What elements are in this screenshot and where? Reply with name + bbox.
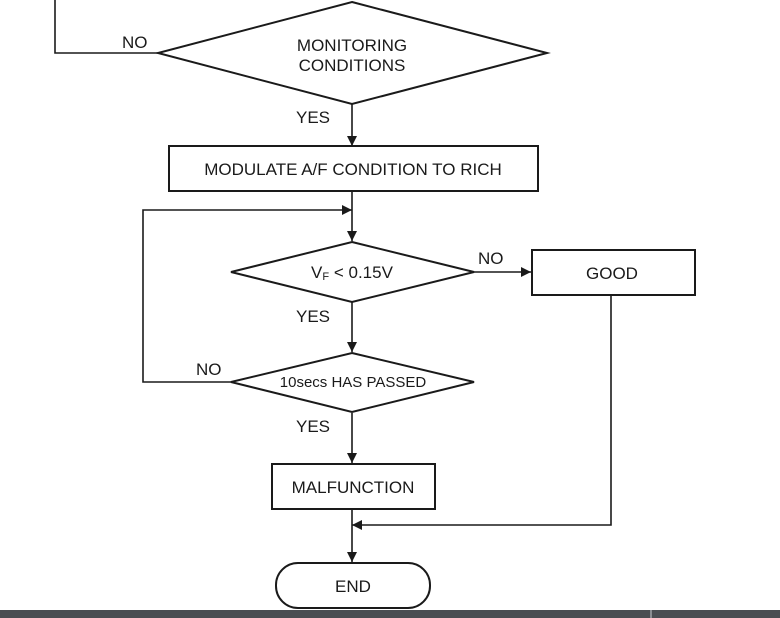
- time-yes-label: YES: [296, 417, 330, 436]
- vf-yes-label: YES: [296, 307, 330, 326]
- vf-no-label: NO: [478, 249, 504, 268]
- vf-condition: < 0.15V: [329, 263, 393, 282]
- good-box: [531, 249, 696, 296]
- vf-check-diamond: [230, 240, 475, 304]
- monitoring-yes-label: YES: [296, 108, 330, 127]
- monitoring-line1: MONITORING: [297, 36, 407, 55]
- time-check-diamond: [230, 351, 475, 414]
- modulate-label: MODULATE A/F CONDITION TO RICH: [204, 160, 502, 179]
- monitoring-conditions-diamond: [154, 0, 551, 106]
- time-check-label: 10secs HAS PASSED: [280, 374, 427, 391]
- monitoring-line2: CONDITIONS: [299, 56, 406, 75]
- time-no-label: NO: [196, 360, 222, 379]
- vf-subscript: F: [322, 271, 329, 283]
- monitoring-no-edge: [54, 0, 158, 54]
- vf-symbol: V: [311, 263, 323, 282]
- end-terminal: [275, 562, 431, 609]
- good-to-merge-edge: [352, 296, 612, 530]
- bottom-bar-separator: [650, 610, 652, 618]
- good-label: GOOD: [586, 264, 638, 283]
- modulate-box: [168, 145, 539, 192]
- malfunction-box: [271, 463, 436, 510]
- end-label: END: [335, 577, 371, 596]
- vf-check-label: VF < 0.15V: [311, 263, 394, 283]
- bottom-bar: [0, 610, 780, 618]
- monitoring-no-label: NO: [122, 33, 148, 52]
- malfunction-label: MALFUNCTION: [292, 478, 415, 497]
- time-no-edge: [142, 205, 352, 383]
